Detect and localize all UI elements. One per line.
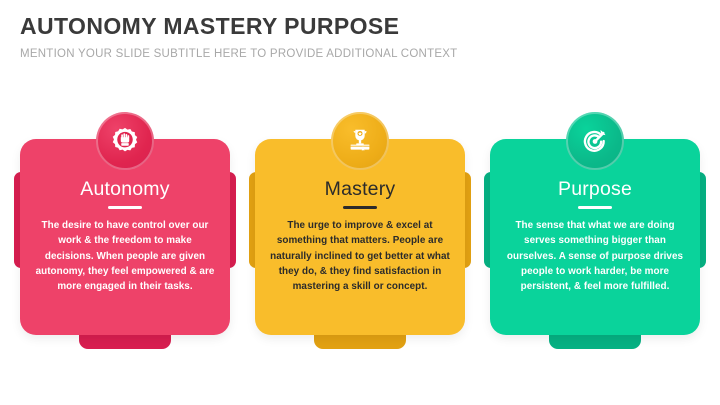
card-mastery[interactable]: Mastery The urge to improve & excel at s… — [249, 112, 471, 349]
page-title: AUTONOMY MASTERY PURPOSE — [20, 13, 400, 39]
card-purpose[interactable]: Purpose The sense that what we are doing… — [484, 112, 706, 349]
fist-in-gear-icon — [110, 126, 140, 156]
trophy-on-book-icon — [345, 126, 375, 156]
card-icon-badge-purpose[interactable] — [566, 112, 624, 170]
card-body-autonomy: Autonomy The desire to have control over… — [20, 139, 230, 335]
title-divider — [108, 206, 142, 209]
card-body-mastery: Mastery The urge to improve & excel at s… — [255, 139, 465, 335]
page-subtitle: MENTION YOUR SLIDE SUBTITLE HERE TO PROV… — [20, 48, 458, 61]
badge-ring — [331, 112, 389, 170]
card-description: The sense that what we are doing serves … — [506, 219, 684, 293]
badge-ring — [96, 112, 154, 170]
card-description: The urge to improve & excel at something… — [270, 219, 450, 293]
card-title: Mastery — [324, 178, 396, 200]
slide-header: AUTONOMY MASTERY PURPOSE MENTION YOUR SL… — [20, 13, 458, 61]
card-description: The desire to have control over our work… — [35, 219, 215, 293]
card-title: Autonomy — [80, 178, 170, 200]
card-icon-badge-mastery[interactable] — [331, 112, 389, 170]
target-arrow-icon — [580, 126, 610, 156]
cards-row: Autonomy The desire to have control over… — [0, 112, 720, 352]
title-divider — [343, 206, 377, 209]
card-icon-badge-autonomy[interactable] — [96, 112, 154, 170]
card-body-purpose: Purpose The sense that what we are doing… — [490, 139, 700, 335]
card-autonomy[interactable]: Autonomy The desire to have control over… — [14, 112, 236, 349]
badge-ring — [566, 112, 624, 170]
title-divider — [578, 206, 612, 209]
card-title: Purpose — [557, 178, 633, 200]
